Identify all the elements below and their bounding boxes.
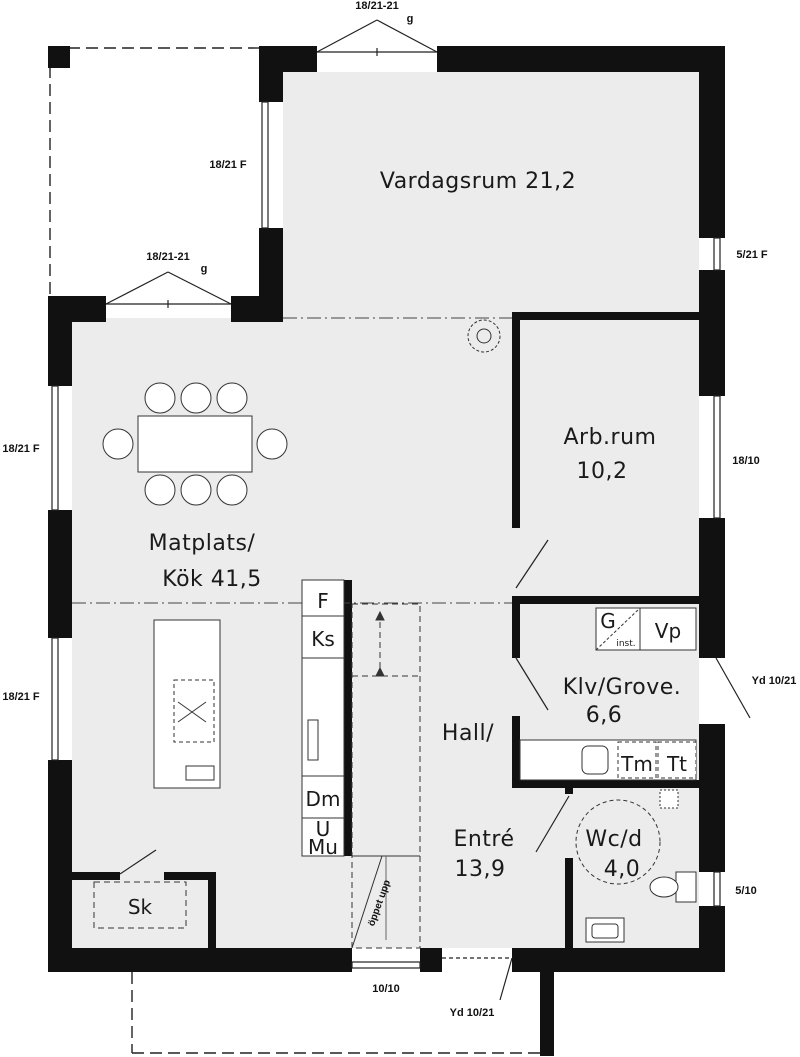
- door-label-bottom: Yd 10/21: [450, 1007, 495, 1019]
- fixture-label-inst: inst.: [616, 639, 635, 649]
- window-label-upper-mid-g: g: [201, 263, 208, 275]
- fixture-label-g: G: [600, 609, 616, 633]
- window-panes: [51, 101, 721, 969]
- door-label-right: Yd 10/21: [752, 675, 797, 687]
- fixture-label-tt: Tt: [666, 752, 687, 776]
- kitchen-counter-icon: [301, 579, 345, 857]
- section-lines: [72, 317, 512, 604]
- room-label-matplats: Matplats/: [149, 531, 256, 556]
- room-label-vardagsrum: Vardagsrum 21,2: [380, 169, 576, 194]
- terrace-outline: [131, 972, 540, 1054]
- room-label-wc: Wc/d: [585, 827, 642, 852]
- porch-outline: [49, 47, 262, 300]
- window-label-right-middle: 18/10: [732, 455, 760, 467]
- fixture-label-ks: Ks: [311, 627, 335, 651]
- room-label-entre: Entré: [453, 827, 514, 852]
- stove-icon: [467, 319, 501, 353]
- wardrobe-icon: [93, 881, 187, 929]
- door-swings: [105, 19, 751, 1001]
- fixture-label-vp: Vp: [655, 619, 681, 643]
- fixture-label-u: U: [316, 817, 331, 841]
- walls: [48, 46, 725, 1056]
- window-label-bottom: 10/10: [372, 983, 400, 995]
- fixture-label-tm: Tm: [620, 752, 653, 776]
- room-area-klv: 6,6: [586, 703, 623, 728]
- fixture-label-mu: Mu: [308, 835, 338, 859]
- window-label-left-middle: 18/21 F: [2, 443, 40, 455]
- kitchen-island-icon: [153, 619, 221, 789]
- room-label-arbrum: Arb.rum: [564, 425, 657, 450]
- window-label-wc: 5/10: [735, 885, 756, 897]
- fixture-label-dm: Dm: [306, 787, 341, 811]
- room-area-hall: 13,9: [455, 857, 506, 882]
- window-label-upper-mid: 18/21-21: [146, 251, 189, 263]
- fixture-label-sk: Sk: [128, 895, 153, 919]
- dining-table-icon: [102, 382, 288, 506]
- room-label-kok: Kök 41,5: [162, 567, 262, 592]
- room-label-hall: Hall/: [442, 721, 494, 746]
- window-label-top: 18/21-21: [355, 0, 398, 12]
- room-area-arbrum: 10,2: [577, 459, 628, 484]
- window-label-porch: 18/21 F: [209, 159, 247, 171]
- room-area-wc: 4,0: [604, 857, 641, 882]
- utility-counter-icon: [519, 607, 697, 781]
- wc-fixtures-icon: [575, 789, 697, 943]
- fixture-label-f: F: [317, 589, 329, 613]
- window-label-right-upper: 5/21 F: [736, 249, 767, 261]
- staircase-icon: [351, 603, 421, 949]
- floor-areas: [72, 72, 699, 948]
- window-label-top-g: g: [407, 13, 414, 25]
- room-label-klv: Klv/Grove.: [563, 675, 682, 700]
- window-label-left-lower: 18/21 F: [2, 691, 40, 703]
